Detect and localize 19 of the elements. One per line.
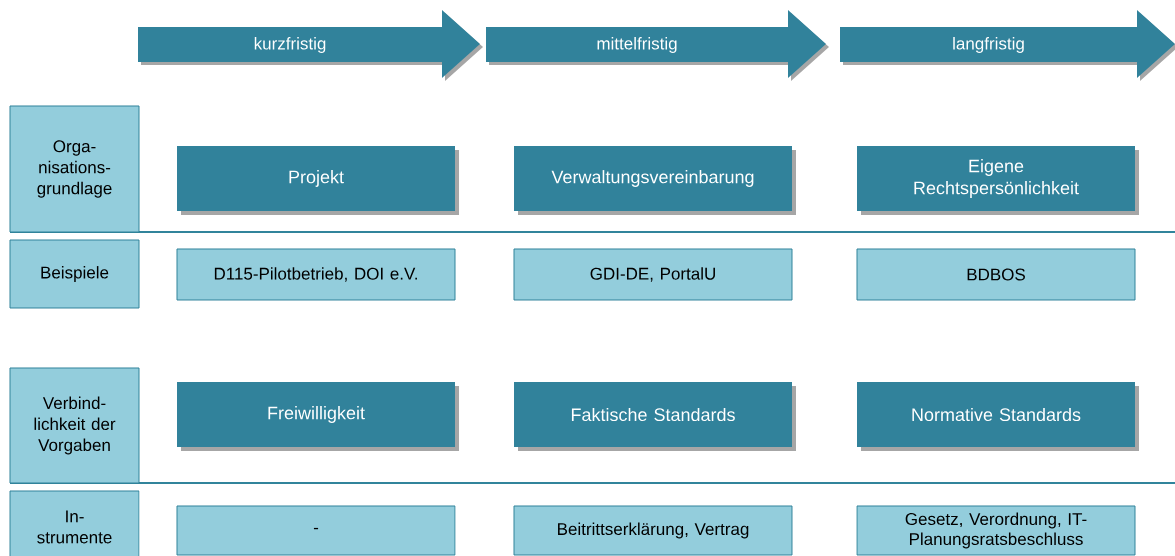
example-box: Gesetz, Verordnung, IT-Planungsratsbeschluss (856, 505, 1136, 556)
period-banner: kurzfristig (138, 10, 483, 81)
example-box: Beitrittserklärung, Vertrag (513, 505, 793, 556)
category-box: Eigene Rechtspersönlichkeit (857, 146, 1139, 215)
row-header: Beispiele (9, 239, 140, 309)
row-header: Verbind- lichkeit der Vorgaben (9, 367, 140, 484)
example-box: D115-Pilotbetrieb, DOI e.V. (176, 248, 456, 301)
category-box: Faktische Standards (514, 382, 796, 451)
category-box: Freiwilligkeit (177, 382, 459, 451)
category-box: Verwaltungsvereinbarung (514, 146, 796, 215)
row-header: Orga- nisations- grundlage (9, 105, 140, 233)
category-box: Normative Standards (857, 382, 1139, 451)
category-box: Projekt (177, 146, 459, 215)
example-box: - (176, 505, 456, 556)
row-header: In- strumente (9, 490, 140, 556)
example-box: BDBOS (856, 248, 1136, 301)
period-banner: mittelfristig (486, 10, 829, 81)
example-box: GDI-DE, PortalU (513, 248, 793, 301)
period-banner: langfristig (840, 10, 1175, 81)
